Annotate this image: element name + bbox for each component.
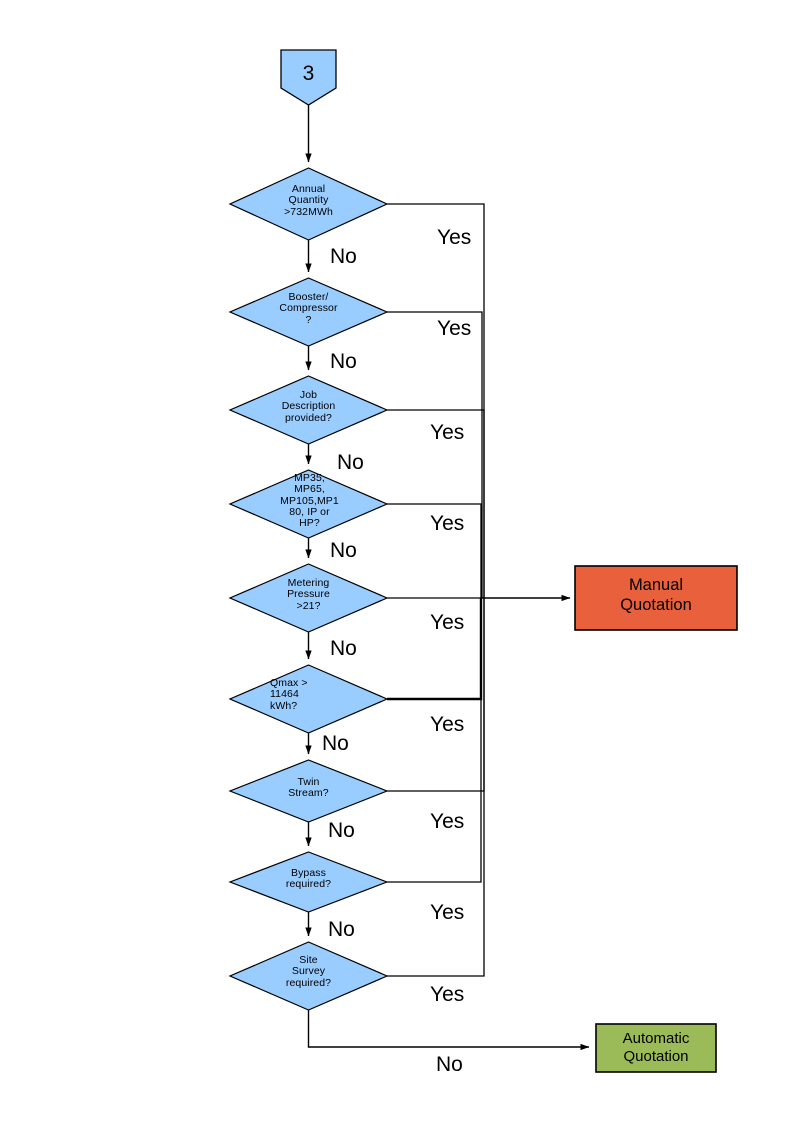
edge-label-yes-qmax: Yes	[430, 713, 465, 736]
decision-qmax	[228, 664, 389, 734]
edge-yes-booster	[387, 311, 483, 598]
decision-metering-pressure	[228, 563, 389, 633]
decision-bypass	[228, 851, 389, 913]
edge-label-yes-meter-type: Yes	[430, 512, 465, 535]
edge-label-no-bypass: No	[328, 918, 355, 941]
edge-label-no-annual-quantity: No	[330, 245, 357, 268]
edge-label-no-metering-pressure: No	[330, 637, 357, 660]
edge-label-yes-site-survey: Yes	[430, 983, 465, 1006]
edge-label-no-booster: No	[330, 350, 357, 373]
edge-label-yes-bypass: Yes	[430, 901, 465, 924]
edge-label-no-twin-stream: No	[328, 819, 355, 842]
edge-no-site-survey-to-automatic-quotation	[307, 1010, 590, 1051]
decision-twin-stream	[228, 759, 389, 823]
edge-label-yes-twin-stream: Yes	[430, 810, 465, 833]
outcome-manual-quotation	[574, 565, 738, 631]
decision-job-description	[228, 375, 389, 445]
edge-label-yes-metering-pressure: Yes	[430, 611, 465, 634]
decision-annual-quantity	[228, 167, 389, 241]
edge-yes-job-description	[387, 409, 485, 598]
edge-label-no-qmax: No	[322, 732, 349, 755]
outcome-automatic-quotation	[595, 1023, 717, 1073]
edge-yes-bypass	[387, 598, 482, 883]
decision-site-survey	[228, 941, 389, 1011]
start-connector-3	[280, 49, 337, 106]
edge-label-yes-annual-quantity: Yes	[437, 226, 472, 249]
edge-label-yes-job-description: Yes	[430, 421, 465, 444]
edge-yes-annual-quantity	[387, 203, 485, 598]
edge-label-yes-booster: Yes	[437, 317, 472, 340]
edge-label-no-site-survey: No	[436, 1053, 463, 1076]
decision-meter-type	[228, 469, 389, 539]
edge-yes-meter-type	[387, 503, 482, 598]
edge-label-no-job-description: No	[337, 451, 364, 474]
edge-yes-site-survey	[387, 598, 485, 977]
edge-label-no-meter-type: No	[330, 539, 357, 562]
decision-booster	[228, 277, 389, 347]
